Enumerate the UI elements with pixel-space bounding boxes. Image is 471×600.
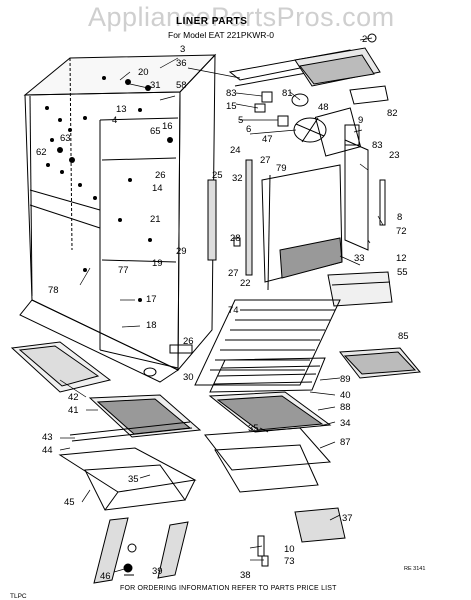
vertical-rails	[207, 159, 386, 276]
watermark: AppliancePartsPros.com	[88, 2, 395, 32]
callout: 15	[226, 101, 237, 112]
callout: 4	[112, 115, 118, 126]
ordering-note: FOR ORDERING INFORMATION REFER TO PARTS …	[120, 585, 337, 592]
callout: 17	[146, 294, 157, 305]
left-crisper	[58, 394, 202, 584]
callout: 22	[240, 278, 251, 289]
callout: 14	[152, 183, 163, 194]
evaporator-cover	[261, 139, 369, 291]
callout: 24	[230, 145, 241, 156]
callout: 3	[180, 44, 186, 55]
callout: 26	[183, 336, 194, 347]
callout: 2	[362, 34, 368, 45]
callout: 48	[318, 102, 329, 113]
fan-motor-assembly	[254, 91, 362, 157]
ice-tray	[339, 347, 421, 379]
callout: 65	[150, 126, 161, 137]
callout: 34	[340, 418, 351, 429]
callout: 39	[152, 566, 163, 577]
callout: 5	[238, 115, 244, 126]
callout: 81	[282, 88, 293, 99]
callout: 9	[358, 115, 364, 126]
callout: 79	[276, 163, 287, 174]
cabinet-liner	[19, 53, 217, 383]
callout: 58	[176, 80, 187, 91]
callout: 83	[226, 88, 237, 99]
callout: 19	[152, 258, 163, 269]
right-crisper	[204, 391, 346, 567]
callout: 85	[398, 331, 409, 342]
callout: 27	[228, 268, 239, 279]
callout: 41	[68, 405, 79, 416]
callout: 32	[232, 173, 243, 184]
top-rail-assembly	[228, 33, 389, 105]
callout: 33	[354, 253, 365, 264]
callout: 42	[68, 392, 79, 403]
callout: 40	[340, 390, 351, 401]
callout: 16	[162, 121, 173, 132]
callout: 20	[138, 67, 149, 78]
callout: 8	[397, 212, 403, 223]
callout: 35	[248, 423, 259, 434]
callout: 73	[284, 556, 295, 567]
diagram-title: LINER PARTS	[176, 16, 248, 27]
callout: 63	[60, 133, 71, 144]
callout: 31	[150, 80, 161, 91]
callout: 29	[176, 246, 187, 257]
drip-tray	[10, 341, 112, 393]
callout: 30	[183, 372, 194, 383]
callout: 77	[118, 265, 129, 276]
callout: 46	[100, 571, 111, 582]
callout: 47	[262, 134, 273, 145]
model-number: For Model EAT 221PKWR-0	[168, 30, 274, 40]
callout: 36	[176, 58, 187, 69]
callout: 28	[230, 233, 241, 244]
callout: 18	[146, 320, 157, 331]
corner-code: TLPC	[10, 593, 27, 600]
diagram-id: RE 3141	[404, 566, 426, 572]
callout: 13	[116, 104, 127, 115]
right-drawer-small	[327, 271, 393, 307]
callout: 10	[284, 544, 295, 555]
liner-fasteners	[45, 76, 173, 302]
callout: 45	[64, 497, 75, 508]
callout: 44	[42, 445, 53, 456]
callout: 23	[389, 150, 400, 161]
callout: 78	[48, 285, 59, 296]
callout: 74	[228, 305, 239, 316]
callout: 88	[340, 402, 351, 413]
callout: 37	[342, 513, 353, 524]
callout: 55	[397, 267, 408, 278]
leader-lines	[59, 37, 384, 573]
callout: 26	[155, 170, 166, 181]
callout: 25	[212, 170, 223, 181]
wire-shelves	[194, 299, 341, 393]
callout: 89	[340, 374, 351, 385]
callout: 27	[260, 155, 271, 166]
callout: 35	[128, 474, 139, 485]
callout: 82	[387, 108, 398, 119]
callout: 38	[240, 570, 251, 581]
clip-part	[123, 563, 134, 576]
callout: 72	[396, 226, 407, 237]
callout: 6	[246, 124, 252, 135]
callout: 12	[396, 253, 407, 264]
callout: 21	[150, 214, 161, 225]
callout: 62	[36, 147, 47, 158]
callout: 87	[340, 437, 351, 448]
callout: 43	[42, 432, 53, 443]
callout: 83	[372, 140, 383, 151]
small-covers	[143, 344, 193, 377]
